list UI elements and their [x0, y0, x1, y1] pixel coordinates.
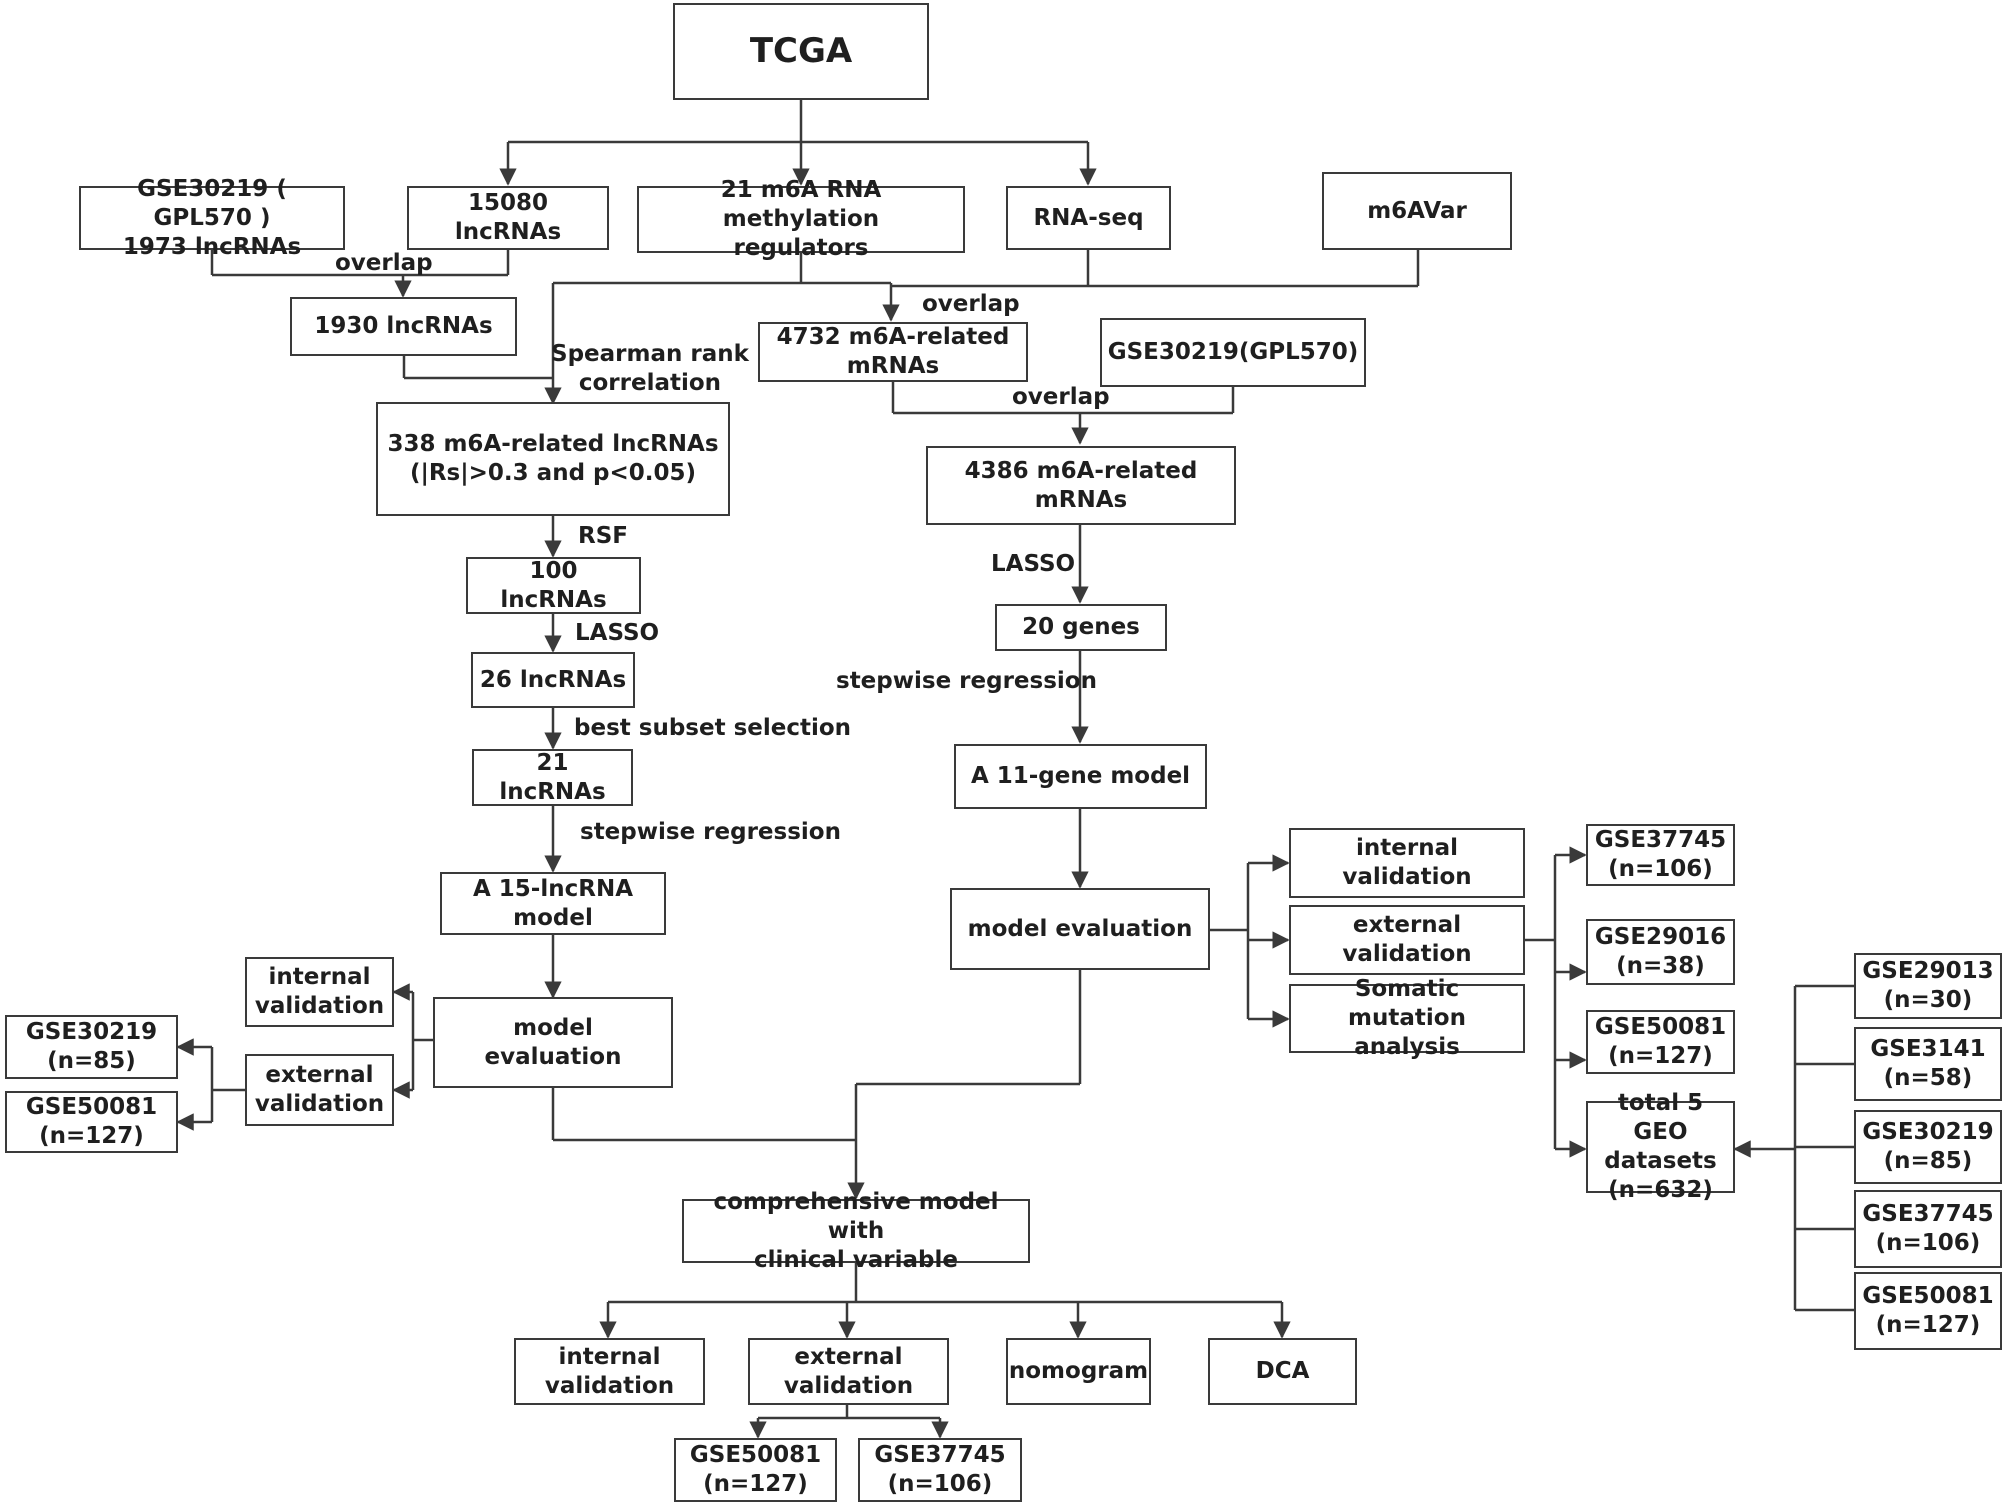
node-tcga-label: TCGA [749, 31, 853, 71]
node-gse30219-gpl570: GSE30219(GPL570) [1100, 318, 1366, 387]
edge-label-best-subset: best subset selection [574, 715, 852, 741]
node-4386-mrnas: 4386 m6A-related mRNAs [926, 446, 1236, 525]
node-gse29016-n38: GSE29016 (n=38) [1586, 919, 1735, 985]
node-label: 26 lncRNAs [479, 666, 627, 693]
node-label: internal validation [544, 1343, 675, 1399]
node-m6avar: m6AVar [1322, 172, 1512, 250]
node-label: model evaluation [484, 1014, 622, 1070]
node-label: external validation [254, 1062, 385, 1117]
node-label: internal validation [254, 964, 385, 1019]
node-model-evaluation-left: model evaluation [433, 997, 673, 1088]
node-label: GSE30219 (n=85) [25, 1019, 158, 1074]
node-label: RNA-seq [1033, 204, 1144, 231]
node-label: GSE30219 ( GPL570 ) 1973 lncRNAs [122, 175, 302, 260]
node-model-evaluation-right: model evaluation [950, 888, 1210, 970]
edge-label-stepwise-right: stepwise regression [836, 668, 1097, 694]
node-label: GSE50081 (n=127) [1862, 1283, 1994, 1338]
edge-label-overlap-2: overlap [922, 291, 1020, 317]
node-label: GSE29013 (n=30) [1862, 958, 1994, 1013]
node-label: comprehensive model with clinical variab… [713, 1188, 999, 1273]
edge-label-lasso-left: LASSO [575, 620, 660, 646]
node-label: internal validation [1342, 835, 1472, 890]
node-gse37745-n106: GSE37745 (n=106) [1586, 824, 1735, 886]
node-label: 21 m6A RNA methylation regulators [720, 177, 882, 261]
node-label: GSE37745 (n=106) [1594, 827, 1727, 882]
node-label: A 15-lncRNA model [472, 875, 633, 931]
node-internal-validation-left: internal validation [245, 957, 394, 1027]
node-external-validation-left: external validation [245, 1054, 394, 1126]
node-label: Somatic mutation analysis [1348, 976, 1466, 1060]
node-label: GSE50081 (n=127) [689, 1442, 822, 1497]
node-26-lncrnas: 26 lncRNAs [471, 652, 635, 708]
node-label: 4732 m6A-related mRNAs [776, 324, 1010, 379]
node-4732-mrnas: 4732 m6A-related mRNAs [758, 322, 1028, 382]
node-label: GSE50081 (n=127) [25, 1094, 158, 1149]
node-m6a-regulators: 21 m6A RNA methylation regulators [637, 177, 965, 261]
edge-label-rsf: RSF [578, 523, 628, 549]
node-gse50081-n127-left: GSE50081 (n=127) [5, 1091, 178, 1153]
edge-label-spearman: Spearman rank correlation [551, 341, 749, 396]
node-21-lncrnas: 21 lncRNAs [472, 749, 633, 806]
node-label: GSE37745 (n=106) [1862, 1201, 1994, 1256]
node-gse50081-n127-right: GSE50081 (n=127) [1854, 1272, 2002, 1350]
node-label: GSE30219 (n=85) [1862, 1119, 1994, 1174]
node-label: nomogram [1008, 1358, 1149, 1384]
node-label: A 11-gene model [970, 763, 1191, 789]
node-label: model evaluation [967, 915, 1193, 942]
node-label: m6AVar [1367, 197, 1467, 224]
node-label: 21 lncRNAs [499, 749, 606, 805]
node-label: 1930 lncRNAs [314, 313, 493, 339]
node-tcga: TCGA [673, 3, 929, 100]
node-gse30219-1973-lncrnas: GSE30219 ( GPL570 ) 1973 lncRNAs [79, 176, 345, 260]
node-internal-validation-bottom: internal validation [514, 1338, 705, 1405]
node-15080-lncrnas: 15080 lncRNAs [407, 186, 609, 250]
node-gse29013-n30: GSE29013 (n=30) [1854, 953, 2002, 1019]
node-label: GSE30219(GPL570) [1107, 339, 1359, 365]
node-label: GSE50081 (n=127) [1594, 1014, 1727, 1069]
edge-label-overlap-1: overlap [335, 250, 433, 276]
node-20-genes: 20 genes [995, 604, 1167, 651]
node-label: 100 lncRNAs [500, 557, 607, 613]
edge-label-stepwise-left: stepwise regression [580, 819, 841, 845]
node-gse37745-n106-right: GSE37745 (n=106) [1854, 1190, 2002, 1268]
node-label: 4386 m6A-related mRNAs [964, 457, 1198, 513]
node-label: external validation [1342, 912, 1472, 967]
node-internal-validation-right: internal validation [1289, 828, 1525, 898]
node-external-validation-right: external validation [1289, 905, 1525, 975]
node-external-validation-bottom: external validation [748, 1338, 949, 1405]
node-label: GSE37745 (n=106) [874, 1442, 1006, 1497]
node-comprehensive-model: comprehensive model with clinical variab… [682, 1189, 1030, 1273]
node-label: 15080 lncRNAs [454, 190, 562, 245]
node-label: GSE29016 (n=38) [1594, 924, 1727, 979]
node-15-lncrna-model: A 15-lncRNA model [440, 872, 666, 935]
edge-label-lasso-right: LASSO [991, 551, 1076, 577]
node-label: 20 genes [1022, 614, 1140, 640]
node-dca: DCA [1208, 1338, 1357, 1405]
node-gse30219-n85-left: GSE30219 (n=85) [5, 1015, 178, 1079]
node-label: total 5 GEO datasets (n=632) [1604, 1090, 1717, 1203]
node-label: external validation [783, 1343, 914, 1399]
edge-label-overlap-3: overlap [1012, 384, 1110, 410]
node-rna-seq: RNA-seq [1006, 186, 1171, 250]
node-label: GSE3141 (n=58) [1870, 1036, 1986, 1091]
node-nomogram: nomogram [1006, 1338, 1151, 1405]
node-gse50081-n127-mid: GSE50081 (n=127) [1586, 1010, 1735, 1074]
node-somatic-mutation: Somatic mutation analysis [1289, 976, 1525, 1060]
node-100-lncrnas: 100 lncRNAs [466, 557, 641, 614]
node-gse37745-n106-bottom: GSE37745 (n=106) [858, 1438, 1022, 1502]
node-total-5-geo: total 5 GEO datasets (n=632) [1586, 1090, 1735, 1203]
node-gse50081-n127-bottom: GSE50081 (n=127) [674, 1438, 837, 1502]
node-label: 338 m6A-related lncRNAs (|Rs|>0.3 and p<… [387, 431, 719, 486]
node-338-lncrnas: 338 m6A-related lncRNAs (|Rs|>0.3 and p<… [376, 402, 730, 516]
node-label: DCA [1255, 1358, 1310, 1384]
node-11-gene-model: A 11-gene model [954, 744, 1207, 809]
node-gse30219-n85-right: GSE30219 (n=85) [1854, 1110, 2002, 1184]
node-1930-lncrnas: 1930 lncRNAs [290, 297, 517, 356]
node-gse3141-n58: GSE3141 (n=58) [1854, 1027, 2002, 1101]
